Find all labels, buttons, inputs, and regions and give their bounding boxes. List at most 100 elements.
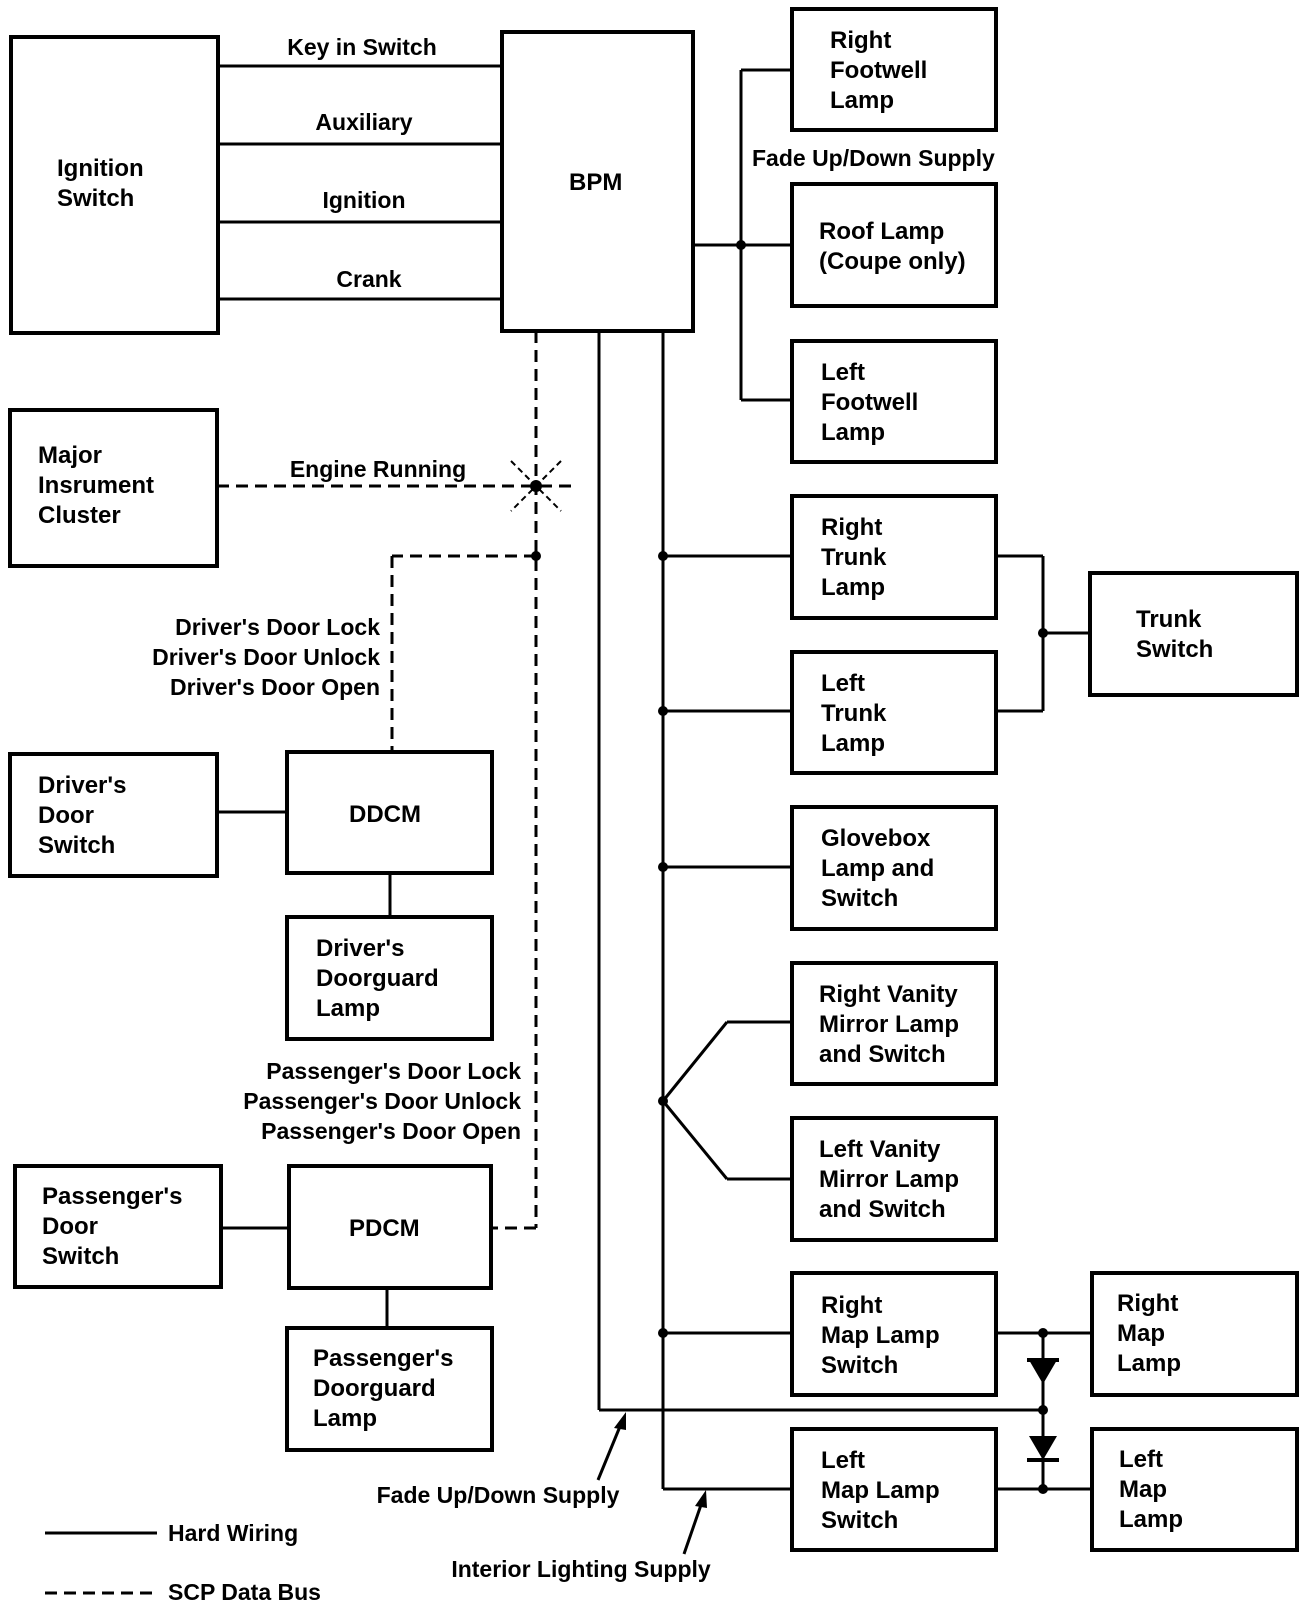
driver-door-lock-label: Driver's Door Lock [175,614,380,640]
box-line: (Coupe only) [819,248,966,275]
box-line: Trunk [821,700,887,727]
wire-label-auxiliary: Auxiliary [315,109,412,135]
box-line: Switch [57,185,134,212]
box-line: BPM [569,169,622,196]
wire-label-engine-running: Engine Running [290,456,466,482]
ddcm-box: DDCM [285,750,494,875]
box-line: and Switch [819,1041,946,1068]
legend-scp-bus-label: SCP Data Bus [168,1579,321,1602]
svg-text:PDCM: PDCM [349,1215,420,1242]
svg-text:BPM: BPM [569,169,622,196]
box-line: Glovebox [821,825,931,852]
box-line: Trunk [1136,606,1202,633]
box-line: Cluster [38,502,121,529]
box-line: Switch [38,832,115,859]
box-line: Footwell [830,57,927,84]
box-line: Switch [821,885,898,912]
legend-hard-wiring-label: Hard Wiring [168,1520,298,1546]
box-line: Lamp [1119,1506,1183,1533]
box-line: Door [38,802,94,829]
legend: Hard Wiring SCP Data Bus [45,1520,321,1602]
box-line: Passenger's [313,1345,453,1372]
box-line: Map [1117,1320,1165,1347]
wire-label-fade-supply-bottom: Fade Up/Down Supply [377,1482,620,1508]
box-line: Trunk [821,544,887,571]
box-line: Right [1117,1290,1178,1317]
box-line: Ignition [57,155,144,182]
pdcm-box: PDCM [287,1164,493,1290]
box-line: Lamp [313,1405,377,1432]
box-line: Lamp [316,995,380,1022]
passenger-door-open-label: Passenger's Door Open [261,1118,521,1144]
box-line: Right Vanity [819,981,958,1008]
box-line: Doorguard [316,965,439,992]
driver-door-unlock-label: Driver's Door Unlock [152,644,380,670]
box-line: PDCM [349,1215,420,1242]
box-line: Footwell [821,389,918,416]
box-line: and Switch [819,1196,946,1223]
box-line: Lamp and [821,855,934,882]
diode-upper-icon [1027,1358,1059,1384]
svg-text:Roof Lamp(Coupe only): Roof Lamp (Coupe only) [819,218,966,275]
box-line: Map Lamp [821,1322,940,1349]
box-line: Map [1119,1476,1167,1503]
box-line: Major [38,442,102,469]
bpm-box: BPM [500,30,695,333]
wire-label-interior-lighting-supply: Interior Lighting Supply [451,1556,711,1582]
box-line: Driver's [38,772,126,799]
junction-dots [530,240,1048,1494]
box-line: Switch [1136,636,1213,663]
box-line: Left [1119,1446,1163,1473]
box-line: Driver's [316,935,404,962]
box-line: Door [42,1213,98,1240]
passenger-door-lock-label: Passenger's Door Lock [266,1058,521,1084]
diode-lower-icon [1027,1436,1059,1462]
box-line: Switch [821,1352,898,1379]
box-line: Left [821,670,865,697]
box-line: Lamp [830,87,894,114]
box-line: Switch [821,1507,898,1534]
box-line: Mirror Lamp [819,1166,959,1193]
box-line: Roof Lamp [819,218,944,245]
box-line: Left Vanity [819,1136,941,1163]
box-line: Lamp [1117,1350,1181,1377]
box-line: Right [830,27,891,54]
box-line: Passenger's [42,1183,182,1210]
wire-label-fade-supply-top: Fade Up/Down Supply [752,145,995,171]
box-line: DDCM [349,801,421,828]
box-line: Lamp [821,574,885,601]
box-line: Switch [42,1243,119,1270]
box-line: Left [821,359,865,386]
